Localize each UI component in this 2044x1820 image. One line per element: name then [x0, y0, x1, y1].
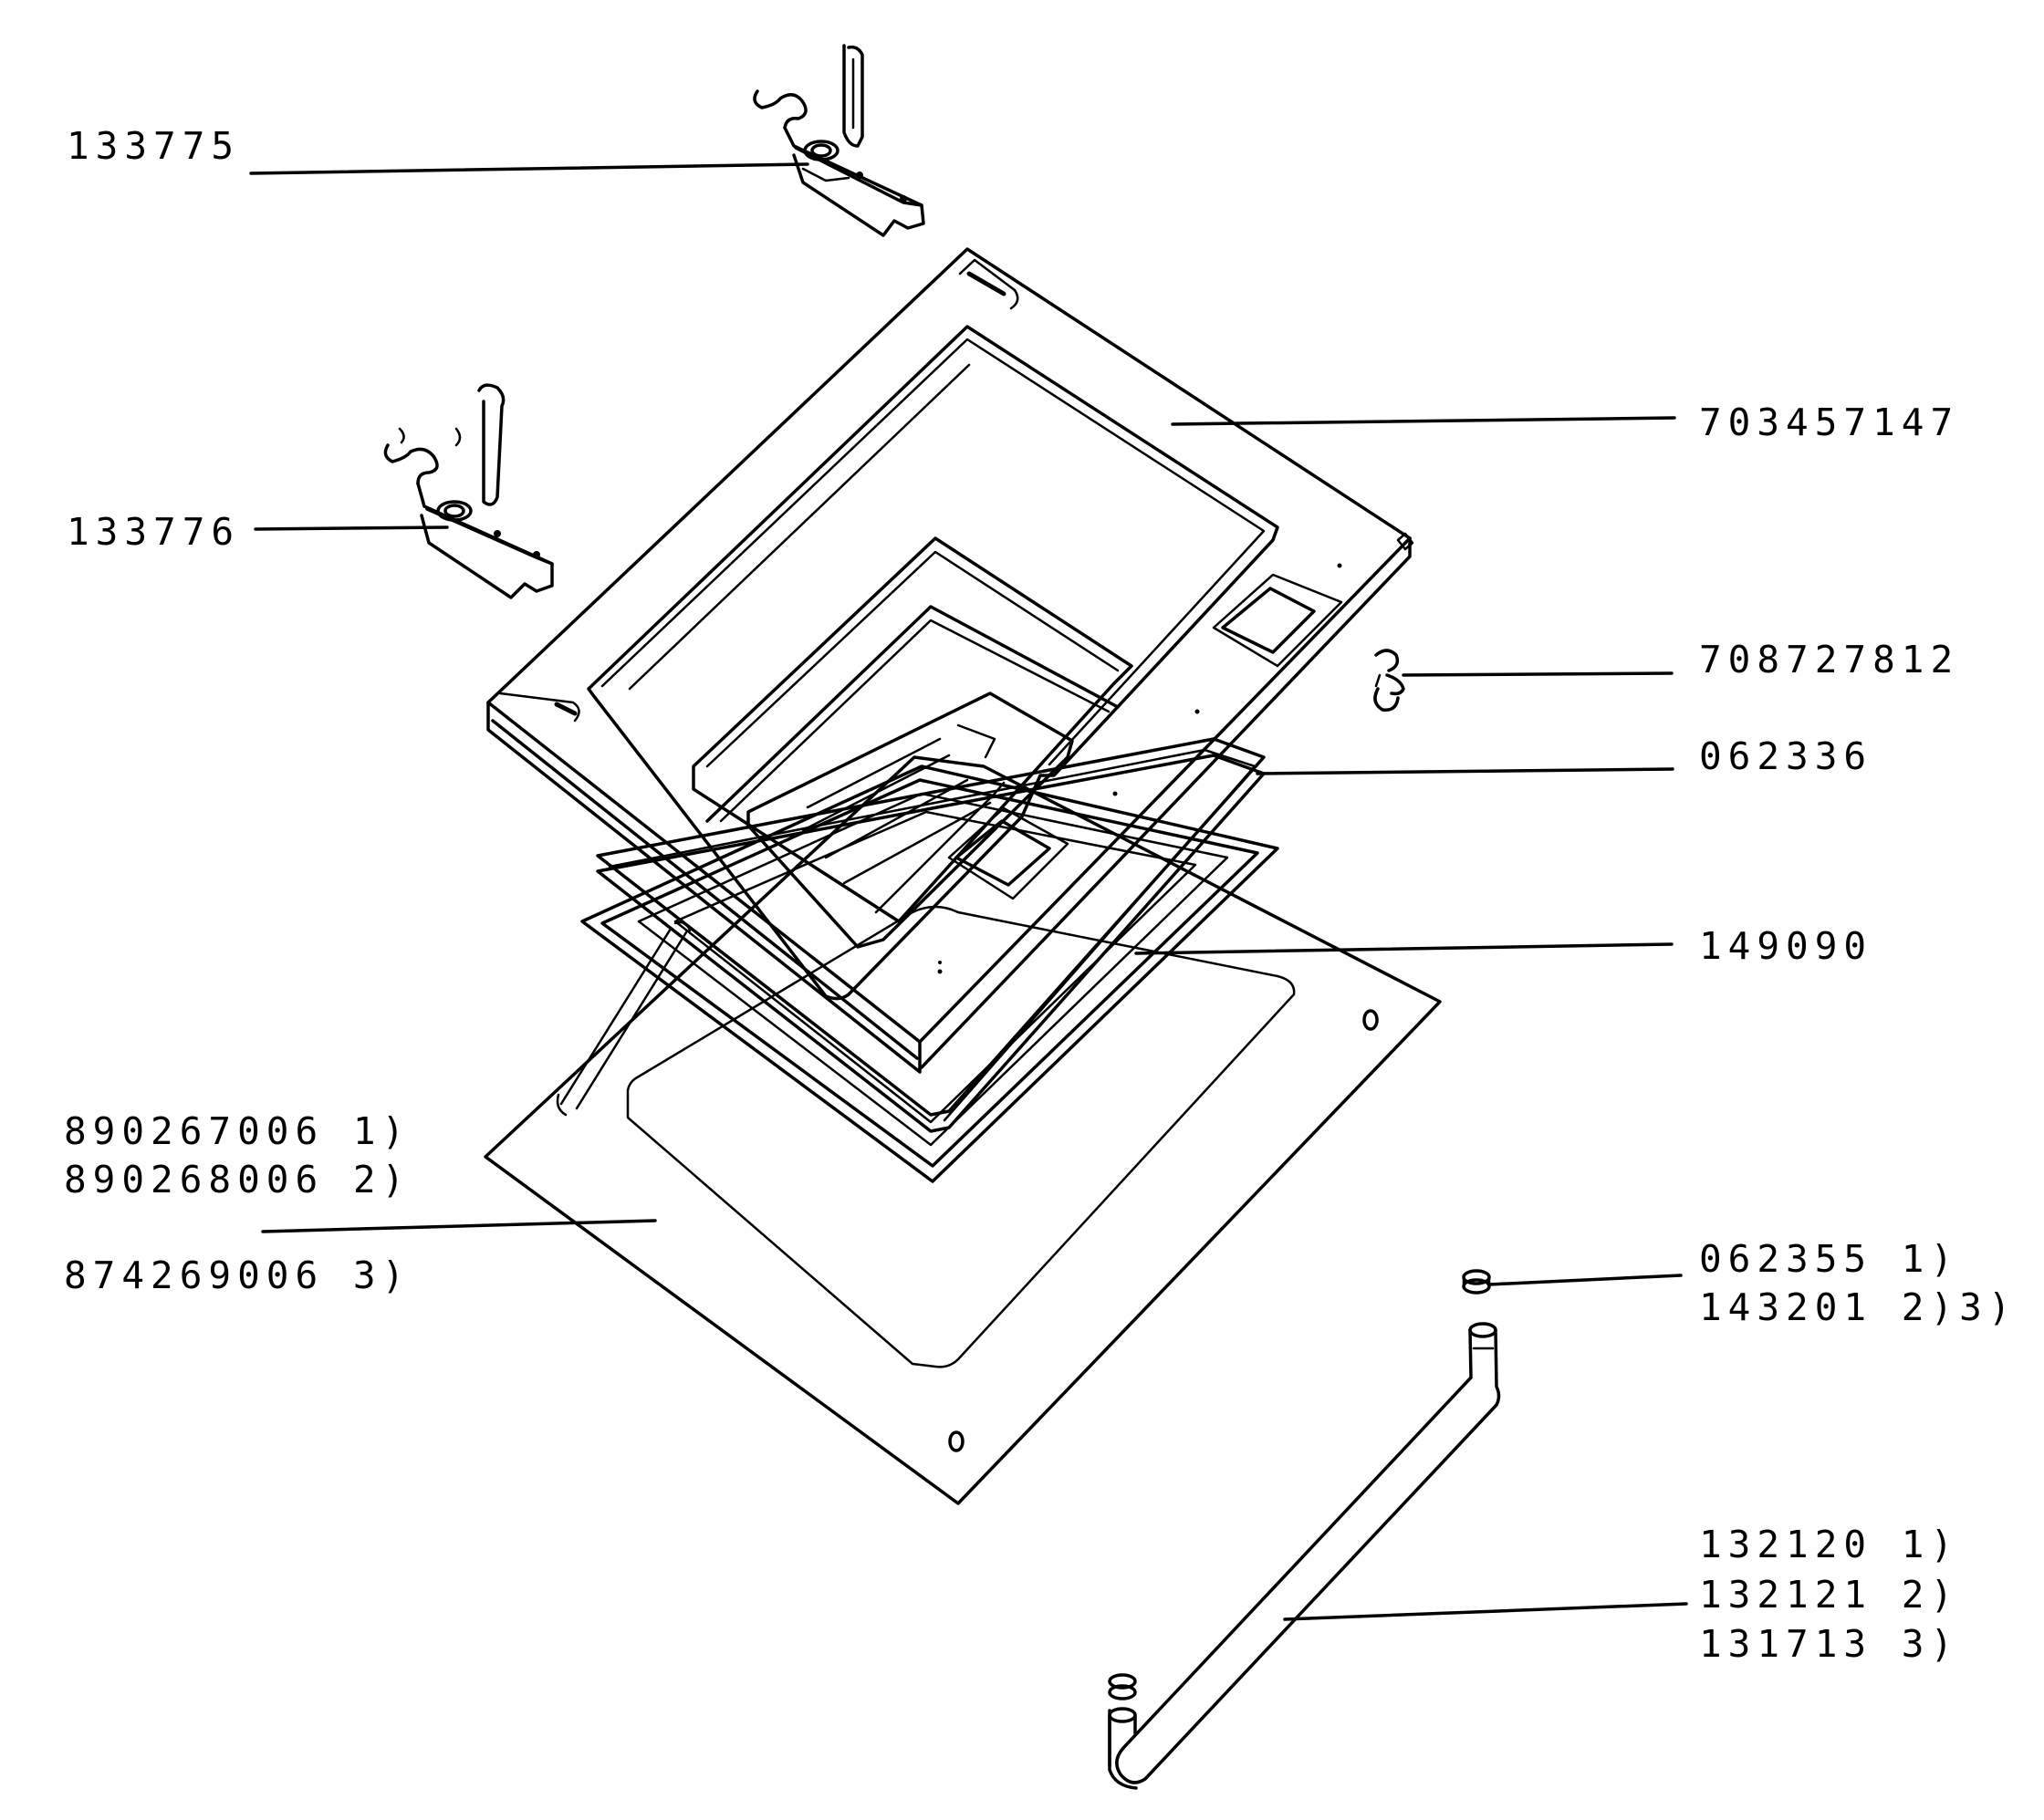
hinge-133776	[383, 383, 554, 599]
leader-lines	[249, 162, 1688, 1621]
clip-708727812	[1373, 649, 1405, 712]
label-glass-890267006: 890267006 1)	[64, 1109, 412, 1153]
label-708727812: 708727812	[1699, 638, 1960, 681]
leader-tube	[1283, 1602, 1688, 1621]
tube	[1108, 1322, 1501, 1790]
label-133775: 133775	[67, 124, 241, 168]
outer-glass-panel	[484, 755, 1442, 1505]
leader-glass	[261, 1219, 657, 1233]
leader-149090	[1134, 942, 1674, 955]
label-133776: 133776	[67, 510, 241, 554]
leader-grommet	[1487, 1274, 1683, 1286]
label-tube-132120: 132120 1)	[1699, 1523, 1960, 1566]
label-glass-890268006: 890268006 2)	[64, 1158, 412, 1201]
seal-062336	[596, 737, 1266, 1133]
hinge-133775	[753, 44, 925, 237]
leader-708727812	[1402, 671, 1674, 677]
grommet	[1462, 1269, 1491, 1295]
label-062336: 062336	[1699, 734, 1873, 778]
leader-133776	[254, 525, 449, 531]
door-panel-703457147	[486, 247, 1414, 1074]
label-tube-131713: 131713 3)	[1699, 1622, 1960, 1666]
label-grommet-143201: 143201 2)3)	[1699, 1285, 2018, 1329]
label-grommet-062355: 062355 1)	[1699, 1237, 1960, 1281]
label-glass-874269006: 874269006 3)	[64, 1253, 412, 1297]
leader-062336	[1256, 767, 1674, 775]
leader-133775	[249, 162, 809, 175]
leader-703457147	[1171, 416, 1676, 426]
label-149090: 149090	[1699, 924, 1873, 968]
label-tube-132121: 132121 2)	[1699, 1573, 1960, 1617]
label-703457147: 703457147	[1699, 400, 1960, 444]
frame-149090	[580, 764, 1279, 1183]
